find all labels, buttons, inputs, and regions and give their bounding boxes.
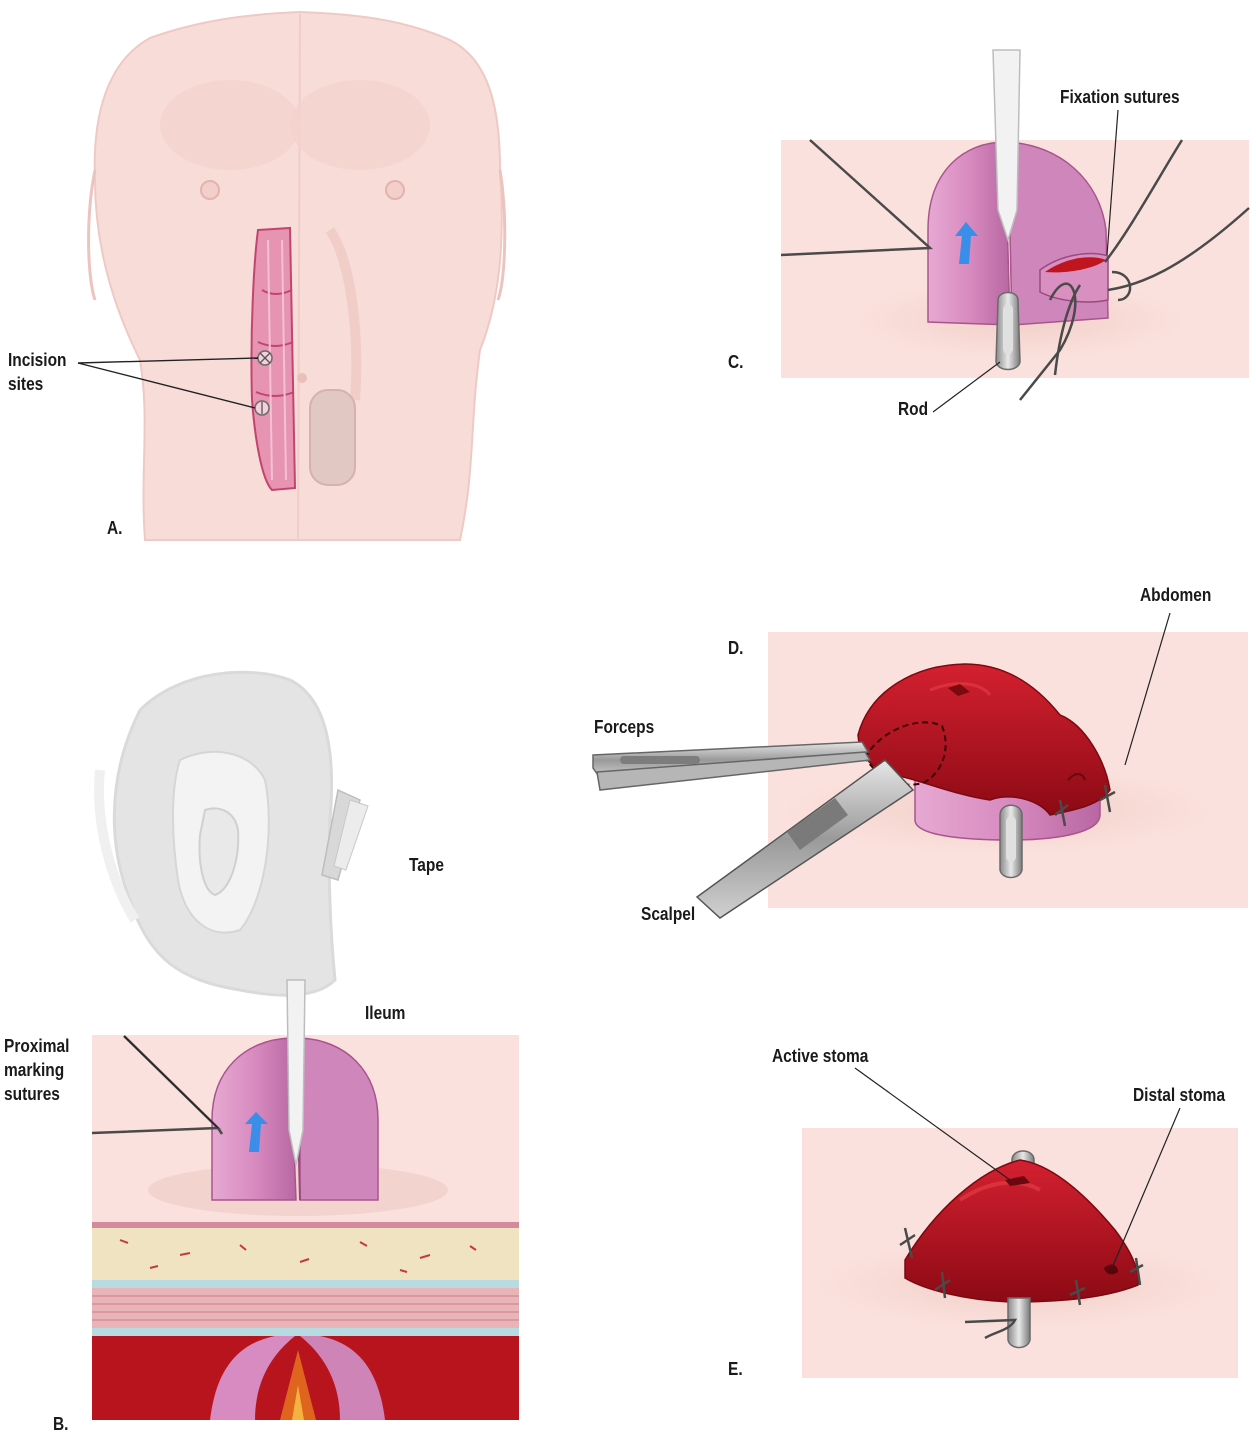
label-proximal-marking-sutures: Proximal marking sutures [4,1034,69,1106]
abdominal-wall-layers [92,1222,519,1420]
panel-letter-c: C. [728,350,743,374]
panel-e [802,1068,1238,1378]
panel-d [593,613,1248,918]
label-distal-stoma: Distal stoma [1133,1083,1225,1107]
label-forceps: Forceps [594,715,654,739]
rod-b [287,980,305,1165]
right-nipple [386,181,404,199]
label-rod: Rod [898,397,928,421]
panel-letter-e: E. [728,1357,743,1381]
colon-segment [310,390,355,485]
label-incision-sites: Incision sites [8,348,66,396]
label-active-stoma: Active stoma [772,1044,868,1068]
rod-e-bottom [1008,1298,1030,1348]
left-nipple [201,181,219,199]
panel-letter-b: B. [53,1412,68,1436]
navel [297,373,307,383]
panel-b [92,672,519,1420]
label-tape: Tape [409,853,444,877]
ostomy-bag [99,672,335,995]
label-abdomen: Abdomen [1140,583,1211,607]
label-ileum: Ileum [365,1001,405,1025]
incision-marker-upper [258,351,272,365]
panel-letter-a: A. [107,516,122,540]
incision-marker-lower [255,401,269,415]
label-scalpel: Scalpel [641,902,695,926]
panel-letter-d: D. [728,636,743,660]
panel-a-torso [78,12,505,540]
label-fixation-sutures: Fixation sutures [1060,85,1180,109]
